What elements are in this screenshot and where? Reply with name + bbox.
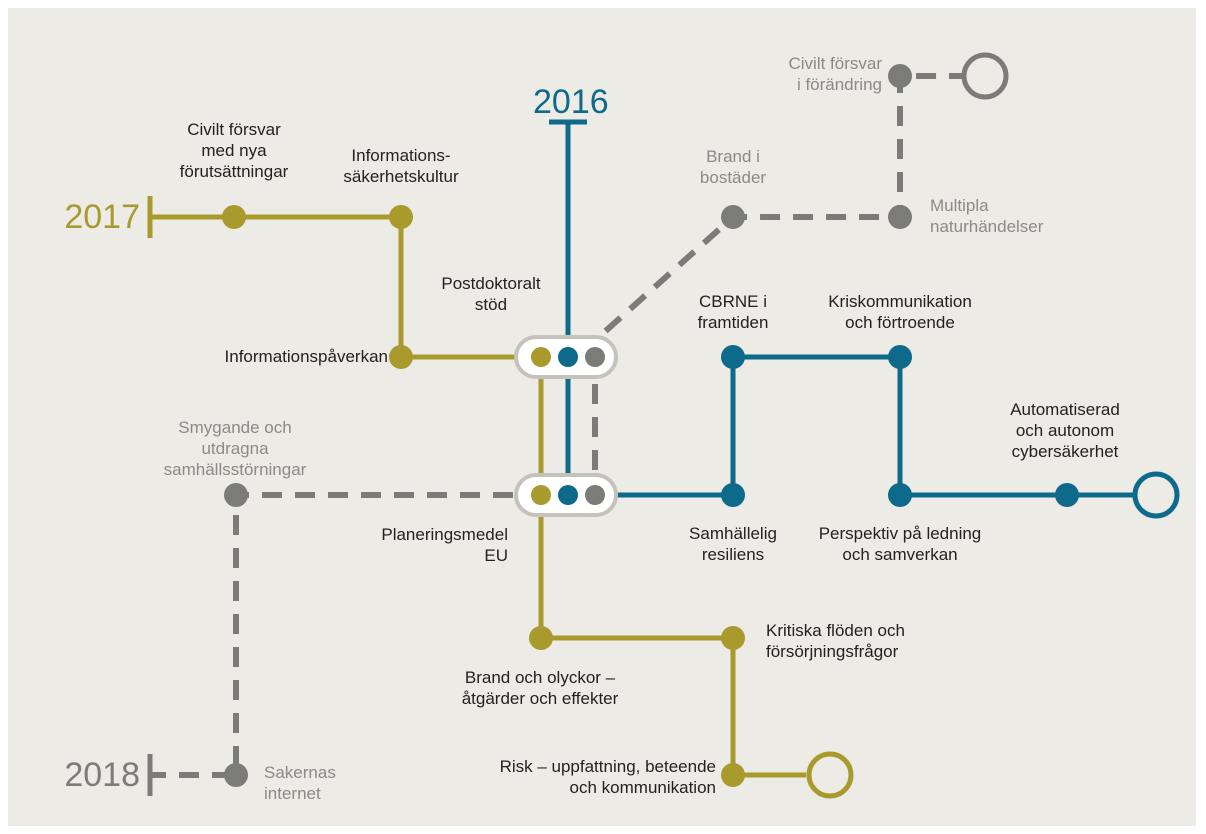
terminus-grey — [961, 52, 1009, 100]
terminus-olive — [806, 751, 854, 799]
label-planeringsmedel-eu: Planeringsmedel EU — [381, 525, 508, 565]
teal-line-east — [616, 354, 1134, 498]
label-informationspaverkan: Informationspåverkan — [224, 347, 388, 366]
label-sakernas-internet: Sakernas internet — [264, 763, 336, 803]
station-teal-upper-interchange — [558, 347, 578, 367]
label-kritiska-floden: Kritiska flöden och försörjningsfrågor — [766, 621, 905, 661]
terminus-teal — [1132, 471, 1180, 519]
label-cbrne: CBRNE i framtiden — [697, 292, 769, 332]
station-kritiska-floden — [721, 626, 745, 650]
olive-line-trunk — [538, 370, 806, 778]
station-grey-upper-interchange — [585, 347, 605, 367]
year-2018-label: 2018 — [64, 756, 140, 794]
station-olive-lower-interchange — [531, 485, 551, 505]
station-civilt-forsvar-nya — [222, 205, 246, 229]
label-postdoktoralt-stod: Postdoktoralt stöd — [441, 274, 541, 314]
label-brand-i-bostader: Brand i bostäder — [699, 147, 767, 187]
station-kriskommunikation — [888, 345, 912, 369]
label-smygande: Smygande och utdragna samhällsstörningar — [163, 418, 307, 479]
label-samhallelig-resiliens: Samhällelig resiliens — [689, 524, 777, 564]
label-civilt-forsvar-forandring: Civilt försvar i förändring — [788, 54, 882, 94]
label-brand-och-olyckor: Brand och olyckor – åtgärder och effekte… — [461, 668, 619, 708]
diagram-background — [8, 8, 1196, 826]
olive-line-2017 — [150, 214, 520, 360]
label-perspektiv: Perspektiv på ledning och samverkan — [818, 524, 982, 564]
label-informationssakerhetskultur: Informations- säkerhetskultur — [343, 146, 459, 186]
label-civilt-forsvar-nya: Civilt försvar med nya förutsättningar — [179, 120, 289, 181]
station-olive-upper-interchange — [531, 347, 551, 367]
label-risk: Risk – uppfattning, beteende och kommuni… — [499, 757, 716, 797]
station-samhallelig-resiliens — [721, 483, 745, 507]
grey-line-smygande — [150, 492, 513, 778]
station-civilt-forsvar-forandring — [888, 64, 912, 88]
station-automatiserad — [1055, 483, 1079, 507]
station-smygande — [224, 483, 248, 507]
station-risk — [721, 763, 745, 787]
station-informationspaverkan — [389, 345, 413, 369]
label-kriskommunikation: Kriskommunikation och förtroende — [828, 292, 972, 332]
label-automatiserad: Automatiserad och autonom cybersäkerhet — [1010, 400, 1120, 461]
station-brand-och-olyckor — [529, 626, 553, 650]
station-sakernas-internet — [224, 763, 248, 787]
station-grey-lower-interchange — [585, 485, 605, 505]
station-brand-i-bostader — [721, 205, 745, 229]
station-informationssakerhetskultur — [389, 205, 413, 229]
label-multipla: Multipla naturhändelser — [930, 196, 1044, 236]
year-2017-label: 2017 — [64, 198, 140, 236]
station-teal-lower-interchange — [558, 485, 578, 505]
station-perspektiv — [888, 483, 912, 507]
year-2016-label: 2016 — [533, 83, 609, 121]
station-cbrne — [721, 345, 745, 369]
station-multipla — [888, 205, 912, 229]
